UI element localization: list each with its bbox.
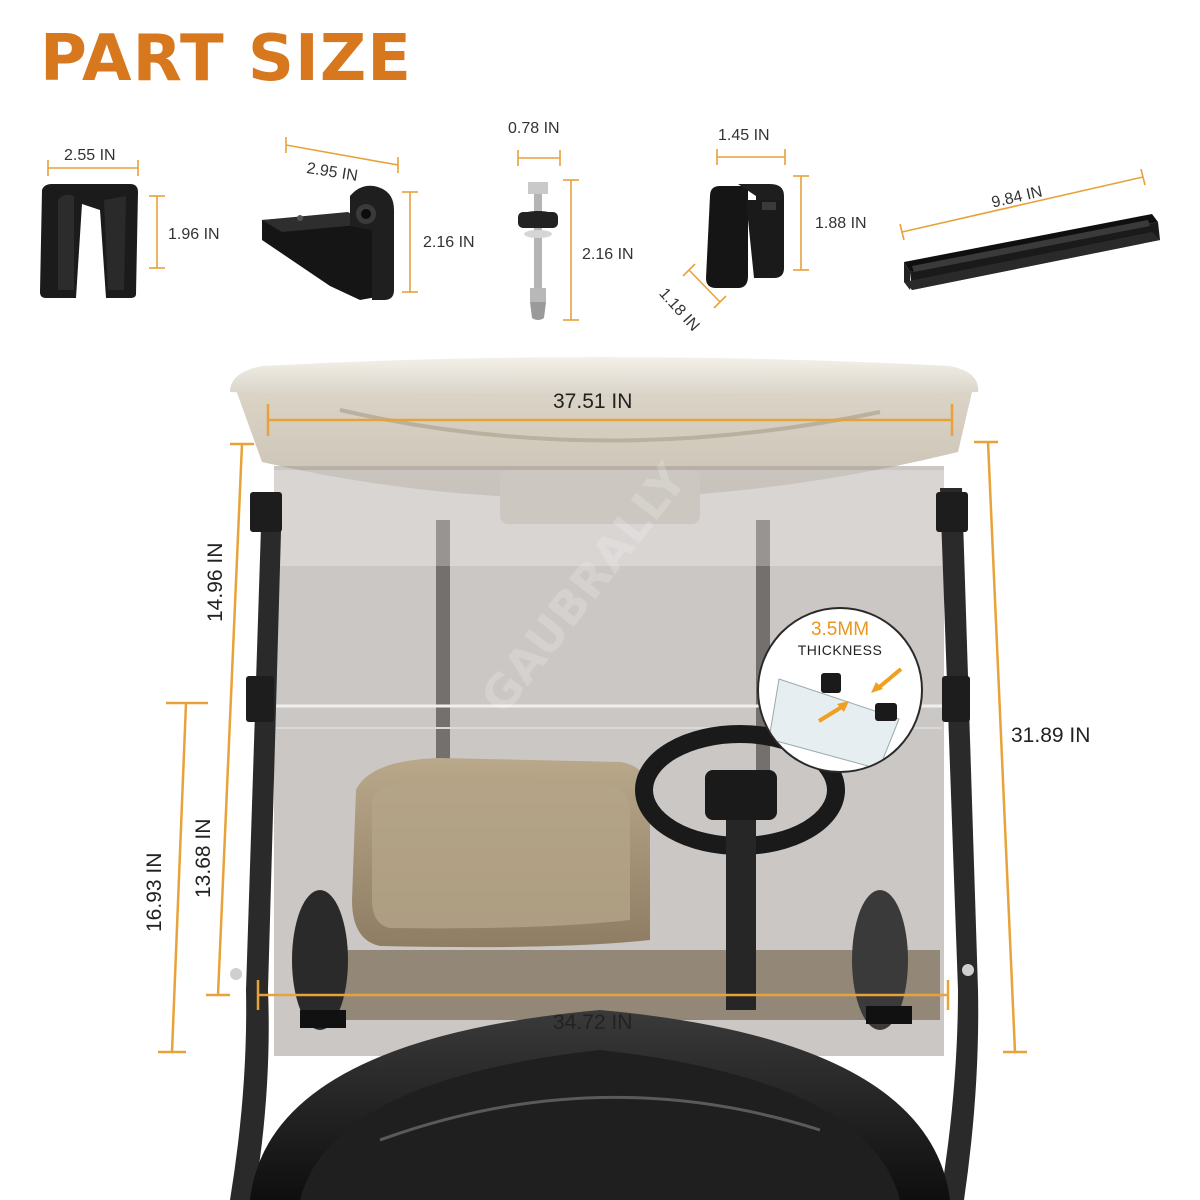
upper-height-label: 14.96 IN bbox=[204, 542, 227, 622]
golf-cart-illustration bbox=[230, 357, 979, 1200]
part1-width-label: 2.55 IN bbox=[64, 147, 116, 164]
thickness-inset: 3.5MM THICKNESS bbox=[757, 607, 923, 773]
parts-dimension-lines bbox=[47, 137, 1146, 321]
part4-height-label: 1.88 IN bbox=[815, 215, 867, 232]
bolt-icon bbox=[518, 182, 558, 320]
part4-width-label: 1.45 IN bbox=[718, 127, 770, 144]
top-width-label: 37.51 IN bbox=[553, 390, 633, 413]
thickness-value: 3.5MM bbox=[810, 619, 870, 640]
part2-height-label: 2.16 IN bbox=[423, 234, 475, 251]
page-title: PART SIZE bbox=[40, 22, 412, 96]
total-height-label: 31.89 IN bbox=[1011, 724, 1091, 747]
part3-height-label: 2.16 IN bbox=[582, 246, 634, 263]
channel-strip-icon bbox=[904, 214, 1160, 290]
windshield-dimension-lines bbox=[158, 404, 1027, 1054]
lower-total-height-label: 16.93 IN bbox=[143, 852, 166, 932]
part1-height-label: 1.96 IN bbox=[168, 226, 220, 243]
rubber-clip-icon bbox=[706, 184, 784, 288]
glass-clip-detail-icon bbox=[768, 667, 903, 770]
thickness-label: THICKNESS bbox=[797, 642, 883, 658]
clip-bracket-icon bbox=[40, 184, 138, 298]
hinge-bracket-icon bbox=[262, 185, 394, 300]
bottom-width-label: 34.72 IN bbox=[553, 1011, 633, 1034]
lower-height-label: 13.68 IN bbox=[192, 818, 215, 898]
part3-width-label: 0.78 IN bbox=[508, 120, 560, 137]
